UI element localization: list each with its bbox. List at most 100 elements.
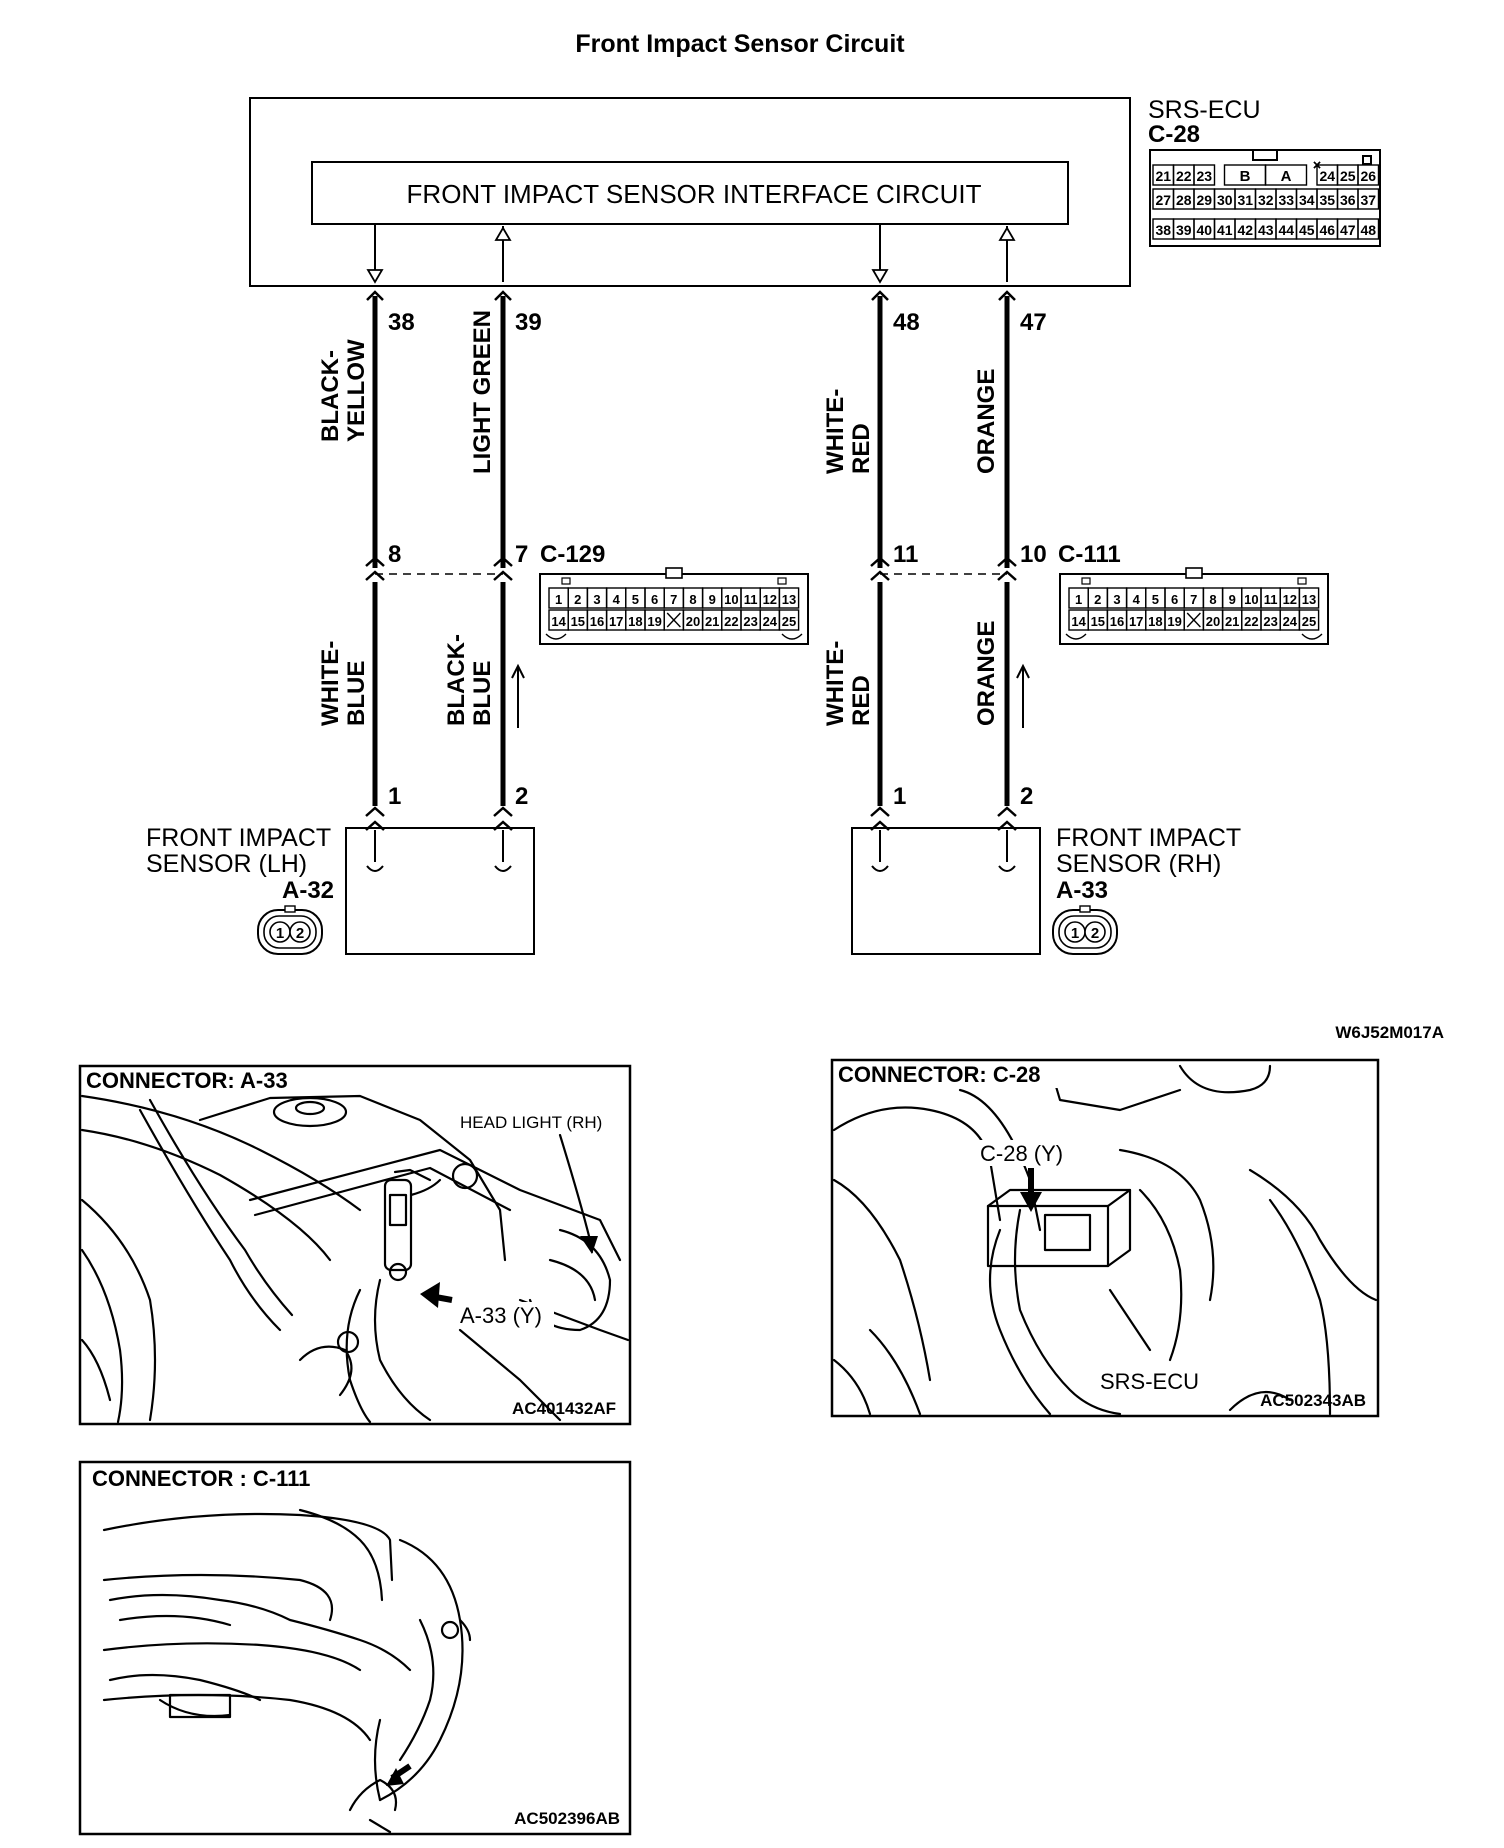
connector-pin-number: 45 <box>1299 222 1315 238</box>
connector-pin-number: 37 <box>1360 192 1376 208</box>
connector-pin-cell <box>778 609 800 631</box>
wire-color-label: WHITE- <box>317 641 344 726</box>
c28-panel-title: CONNECTOR: C-28 <box>838 1062 1041 1087</box>
c111-figure-code: AC502396AB <box>514 1809 620 1828</box>
connector-pin-number: 9 <box>709 592 716 607</box>
connector-pin-number: 22 <box>1176 168 1192 184</box>
rh-sensor-box <box>851 827 1041 955</box>
interface-circuit-label: FRONT IMPACT SENSOR INTERFACE CIRCUIT <box>407 179 982 209</box>
connector-pin-number: 1 <box>555 592 562 607</box>
c28-figure-code: AC502343AB <box>1260 1391 1366 1410</box>
connector-pin-number: 17 <box>1129 614 1143 629</box>
connector-pin-number: 12 <box>763 592 777 607</box>
connector-pin-number: 13 <box>782 592 796 607</box>
connector-pin-number: 2 <box>574 592 581 607</box>
lh-sensor-box <box>345 827 535 955</box>
connector-pin-number: 16 <box>1110 614 1124 629</box>
connector-pin-number: 25 <box>1340 168 1356 184</box>
connector-pin-number: 28 <box>1176 192 1192 208</box>
rh-sensor-pin-2: 2 <box>1020 783 1033 810</box>
connector-pin-number: 36 <box>1340 192 1356 208</box>
lower-wires <box>372 582 1030 806</box>
connector-housing <box>1059 573 1329 645</box>
connector-pin-cell <box>1298 609 1320 631</box>
connector-pin-number: 16 <box>590 614 604 629</box>
connector-pin-number: 14 <box>551 614 566 629</box>
connector-pin-number: 44 <box>1278 222 1294 238</box>
connector-pin-number: 8 <box>1209 592 1216 607</box>
c111-code-label: C-111 <box>1058 541 1121 568</box>
connector-pin-number: 25 <box>782 614 796 629</box>
c111-panel-title: CONNECTOR : C-111 <box>92 1466 310 1491</box>
rh-sensor-pin-1: 1 <box>893 783 906 810</box>
panel-connector-c111: CONNECTOR : C-111 AC502396AB <box>78 1460 632 1836</box>
connector-pin-number: 15 <box>1091 614 1105 629</box>
c28-connector-label: C-28 (Y) <box>980 1141 1063 1166</box>
connector-pin-number: 23 <box>1196 168 1212 184</box>
connector-pin-number: 24 <box>1283 614 1298 629</box>
lh-sensor-name-line2: SENSOR (LH) <box>146 850 307 878</box>
connector-pin-number: 4 <box>1133 592 1141 607</box>
rh-sensor-name-line2: SENSOR (RH) <box>1056 850 1221 878</box>
connector-pin-number: 20 <box>1206 614 1220 629</box>
connector-pin-number: 9 <box>1229 592 1236 607</box>
connector-pin-number: 6 <box>1171 592 1178 607</box>
connector-pin-number: 27 <box>1155 192 1171 208</box>
a33-headlight-label: HEAD LIGHT (RH) <box>460 1113 602 1132</box>
connector-pin-number: 31 <box>1237 192 1253 208</box>
wire-color-label: BLACK- <box>443 634 470 726</box>
connector-pin-number: 32 <box>1258 192 1274 208</box>
connector-pin-number: B <box>1240 168 1251 185</box>
wire-color-label: WHITE- <box>822 389 849 474</box>
connector-pin-number: 23 <box>743 614 757 629</box>
connector-pin-number: 40 <box>1196 222 1212 238</box>
c111-pin-10: 10 <box>1020 541 1047 568</box>
connector-pin-cell <box>1298 587 1320 609</box>
plug-pin-number: 2 <box>1091 925 1099 942</box>
connector-pin-number: 42 <box>1237 222 1253 238</box>
c111-dashboard-illustration <box>102 1508 472 1834</box>
connector-pin-number: 48 <box>1360 222 1376 238</box>
connector-pin-number: 18 <box>1148 614 1162 629</box>
connector-pin-number: 7 <box>1190 592 1197 607</box>
connector-pin-number: 3 <box>593 592 600 607</box>
connector-pin-number: 15 <box>571 614 585 629</box>
ecu-signal-arrows <box>366 224 1016 284</box>
a33-figure-code: AC401432AF <box>512 1399 616 1418</box>
connector-pin-cell <box>1357 218 1380 240</box>
connector-pin-cell <box>1264 164 1308 186</box>
mid-connector-junctions <box>365 556 1017 581</box>
connector-pin-number: 30 <box>1217 192 1233 208</box>
connector-pin-number: 46 <box>1319 222 1335 238</box>
c129-pin-8: 8 <box>388 541 401 568</box>
connector-pin-number: 33 <box>1278 192 1294 208</box>
connector-pin-number: 14 <box>1071 614 1086 629</box>
connector-housing <box>539 573 809 645</box>
panel-connector-c28: CONNECTOR: C-28 C-28 (Y) SRS-ECU AC50234… <box>830 1058 1380 1418</box>
connector-pin-number: 12 <box>1283 592 1297 607</box>
srs-ecu-label: SRS-ECU <box>1148 96 1261 124</box>
interface-circuit-box <box>311 161 1069 225</box>
ecu-pin-47: 47 <box>1020 309 1047 336</box>
connector-pin-number: 21 <box>1225 614 1239 629</box>
connector-pin-number: 25 <box>1302 614 1316 629</box>
connector-pin-number: 24 <box>1319 168 1335 184</box>
sensor-terminals <box>365 806 1017 872</box>
connector-pin-number: 8 <box>689 592 696 607</box>
a33-connector-label: A-33 (Y) <box>460 1303 542 1328</box>
a33-engine-bay-illustration <box>80 1094 630 1424</box>
connector-pin-number: 10 <box>724 592 738 607</box>
rh-sensor-code: A-33 <box>1056 877 1108 904</box>
connector-pin-number: 38 <box>1155 222 1171 238</box>
connector-pin-number: 29 <box>1196 192 1212 208</box>
diagram-code: W6J52M017A <box>1335 1023 1444 1042</box>
connector-pin-number: 21 <box>1155 168 1171 184</box>
plug-pin-number: 2 <box>296 925 304 942</box>
connector-pin-number: 19 <box>1167 614 1181 629</box>
lh-sensor-pin-2: 2 <box>515 783 528 810</box>
connector-pin-number: 2 <box>1094 592 1101 607</box>
